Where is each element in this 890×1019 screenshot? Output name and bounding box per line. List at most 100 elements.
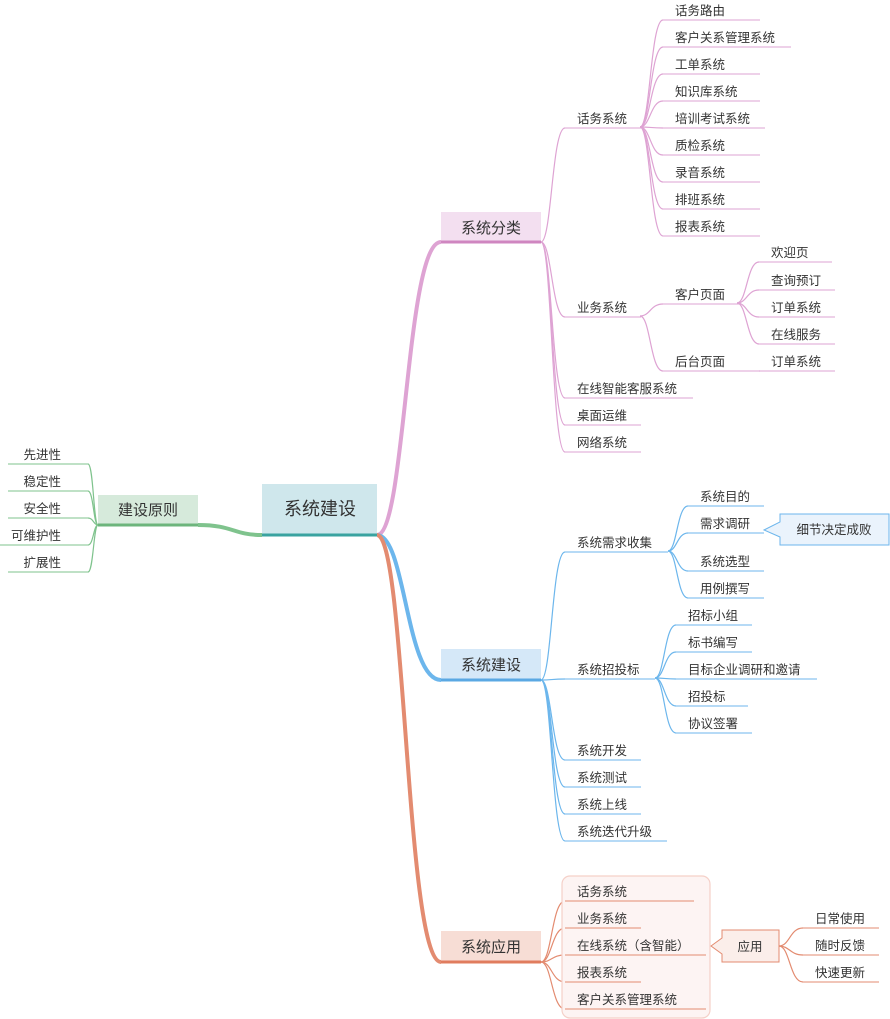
- topic-label: 系统招投标: [577, 662, 640, 677]
- topic-label: 可维护性: [11, 528, 61, 543]
- connector-line: [87, 524, 99, 573]
- branch-line: [376, 240, 442, 537]
- connector-line: [540, 127, 566, 243]
- topic-label: 协议签署: [688, 716, 738, 731]
- topic-label: 标书编写: [688, 635, 738, 650]
- connector-line: [639, 19, 664, 128]
- topic-node[interactable]: 话务系统: [565, 111, 641, 129]
- connector-line: [654, 624, 677, 679]
- topic-label: 订单系统: [771, 354, 821, 369]
- topic-label: 排班系统: [675, 192, 725, 207]
- connector-line: [87, 490, 99, 526]
- topic-label: 系统选型: [700, 554, 750, 569]
- topic-node[interactable]: 系统选型: [688, 554, 764, 572]
- topic-node[interactable]: 欢迎页: [759, 245, 832, 263]
- topic-label: 系统开发: [577, 743, 628, 758]
- topic-node[interactable]: 后台页面: [663, 354, 760, 372]
- topic-label: 话务系统: [577, 111, 627, 126]
- topic-node[interactable]: 标书编写: [676, 635, 752, 653]
- root-label: 系统建设: [284, 499, 356, 520]
- topic-node[interactable]: 客户关系管理系统: [663, 30, 791, 48]
- topic-construction[interactable]: 系统建设: [441, 649, 541, 682]
- topic-label: 话务路由: [675, 3, 725, 18]
- topic-application[interactable]: 系统应用: [441, 931, 541, 964]
- topic-node[interactable]: 用例撰写: [688, 581, 764, 599]
- callout-detail[interactable]: 细节决定成败: [762, 513, 890, 546]
- topic-node[interactable]: 系统测试: [565, 770, 641, 788]
- topic-label: 日常使用: [815, 911, 865, 926]
- topic-node[interactable]: 日常使用: [803, 911, 879, 929]
- topic-node[interactable]: 系统招投标: [565, 662, 655, 680]
- connector-line: [654, 677, 677, 734]
- summary-label: 应用: [737, 939, 762, 954]
- connector-line: [540, 678, 566, 681]
- topic-label: 客户页面: [675, 287, 725, 302]
- topic-node[interactable]: 客户页面: [663, 287, 739, 305]
- topic-label: 系统目的: [700, 489, 750, 504]
- branch-line: [375, 533, 442, 964]
- topic-node[interactable]: 桌面运维: [565, 408, 641, 426]
- topic-label: 欢迎页: [771, 245, 809, 260]
- topic-node[interactable]: 培训考试系统: [663, 111, 765, 129]
- summary-application[interactable]: 应用: [710, 929, 780, 963]
- topic-node[interactable]: 在线系统（含智能）: [565, 938, 706, 956]
- topic-label: 知识库系统: [675, 84, 738, 99]
- topic-label: 用例撰写: [700, 581, 750, 596]
- topic-node[interactable]: 系统开发: [565, 743, 641, 761]
- topic-node[interactable]: 可维护性: [0, 528, 88, 546]
- topic-node[interactable]: 安全性: [8, 501, 88, 519]
- topic-node[interactable]: 业务系统: [565, 300, 641, 318]
- topic-label: 系统迭代升级: [577, 824, 653, 839]
- topic-node[interactable]: 质检系统: [663, 138, 760, 156]
- topic-label: 需求调研: [700, 516, 750, 531]
- topic-label: 稳定性: [23, 474, 61, 489]
- topic-node[interactable]: 报表系统: [565, 965, 641, 983]
- topic-node[interactable]: 协议签署: [676, 716, 752, 734]
- topic-node[interactable]: 客户关系管理系统: [565, 992, 706, 1010]
- topic-label: 系统分类: [461, 219, 521, 237]
- callout-label: 细节决定成败: [796, 522, 872, 537]
- topic-node[interactable]: 知识库系统: [663, 84, 760, 102]
- connector-line: [667, 532, 689, 552]
- topic-node[interactable]: 在线智能客服系统: [565, 381, 693, 399]
- topic-label: 后台页面: [675, 354, 725, 369]
- topic-node[interactable]: 系统上线: [565, 797, 641, 815]
- topic-node[interactable]: 订单系统: [759, 354, 835, 372]
- topic-label: 系统测试: [577, 770, 628, 785]
- topic-node[interactable]: 先进性: [8, 447, 88, 465]
- topic-node[interactable]: 扩展性: [8, 555, 88, 573]
- connector-line: [540, 551, 566, 681]
- topic-label: 工单系统: [675, 57, 725, 72]
- topic-label: 系统需求收集: [577, 535, 653, 550]
- topic-label: 查询预订: [771, 273, 821, 288]
- topic-node[interactable]: 系统需求收集: [565, 535, 668, 553]
- topic-node[interactable]: 录音系统: [663, 165, 760, 183]
- topic-label: 桌面运维: [577, 408, 627, 423]
- topic-node[interactable]: 订单系统: [759, 300, 835, 318]
- topic-node[interactable]: 稳定性: [8, 474, 88, 492]
- topic-label: 培训考试系统: [675, 111, 750, 126]
- topic-node[interactable]: 排班系统: [663, 192, 760, 210]
- topic-principles[interactable]: 建设原则: [98, 495, 198, 527]
- topic-node[interactable]: 查询预订: [759, 273, 835, 291]
- topic-node[interactable]: 在线服务: [759, 327, 835, 345]
- topic-node[interactable]: 话务路由: [663, 3, 760, 21]
- topic-node[interactable]: 目标企业调研和邀请: [676, 662, 817, 680]
- topic-node[interactable]: 系统目的: [688, 489, 764, 507]
- topic-classification[interactable]: 系统分类: [441, 212, 541, 244]
- topic-node[interactable]: 随时反馈: [803, 938, 879, 956]
- connector-line: [87, 463, 99, 526]
- topic-node[interactable]: 工单系统: [663, 57, 760, 75]
- topic-node[interactable]: 话务系统: [565, 884, 694, 902]
- topic-node[interactable]: 需求调研: [688, 516, 764, 534]
- topic-node[interactable]: 业务系统: [565, 911, 641, 929]
- root-topic[interactable]: 系统建设: [262, 484, 377, 537]
- topic-node[interactable]: 系统迭代升级: [565, 824, 667, 842]
- topic-node[interactable]: 网络系统: [565, 435, 641, 453]
- topic-node[interactable]: 报表系统: [663, 219, 760, 237]
- branch-line: [197, 523, 263, 537]
- topic-node[interactable]: 快速更新: [803, 965, 879, 983]
- topic-node[interactable]: 招标小组: [676, 608, 752, 626]
- connector-line: [639, 126, 664, 237]
- topic-node[interactable]: 招投标: [676, 689, 748, 707]
